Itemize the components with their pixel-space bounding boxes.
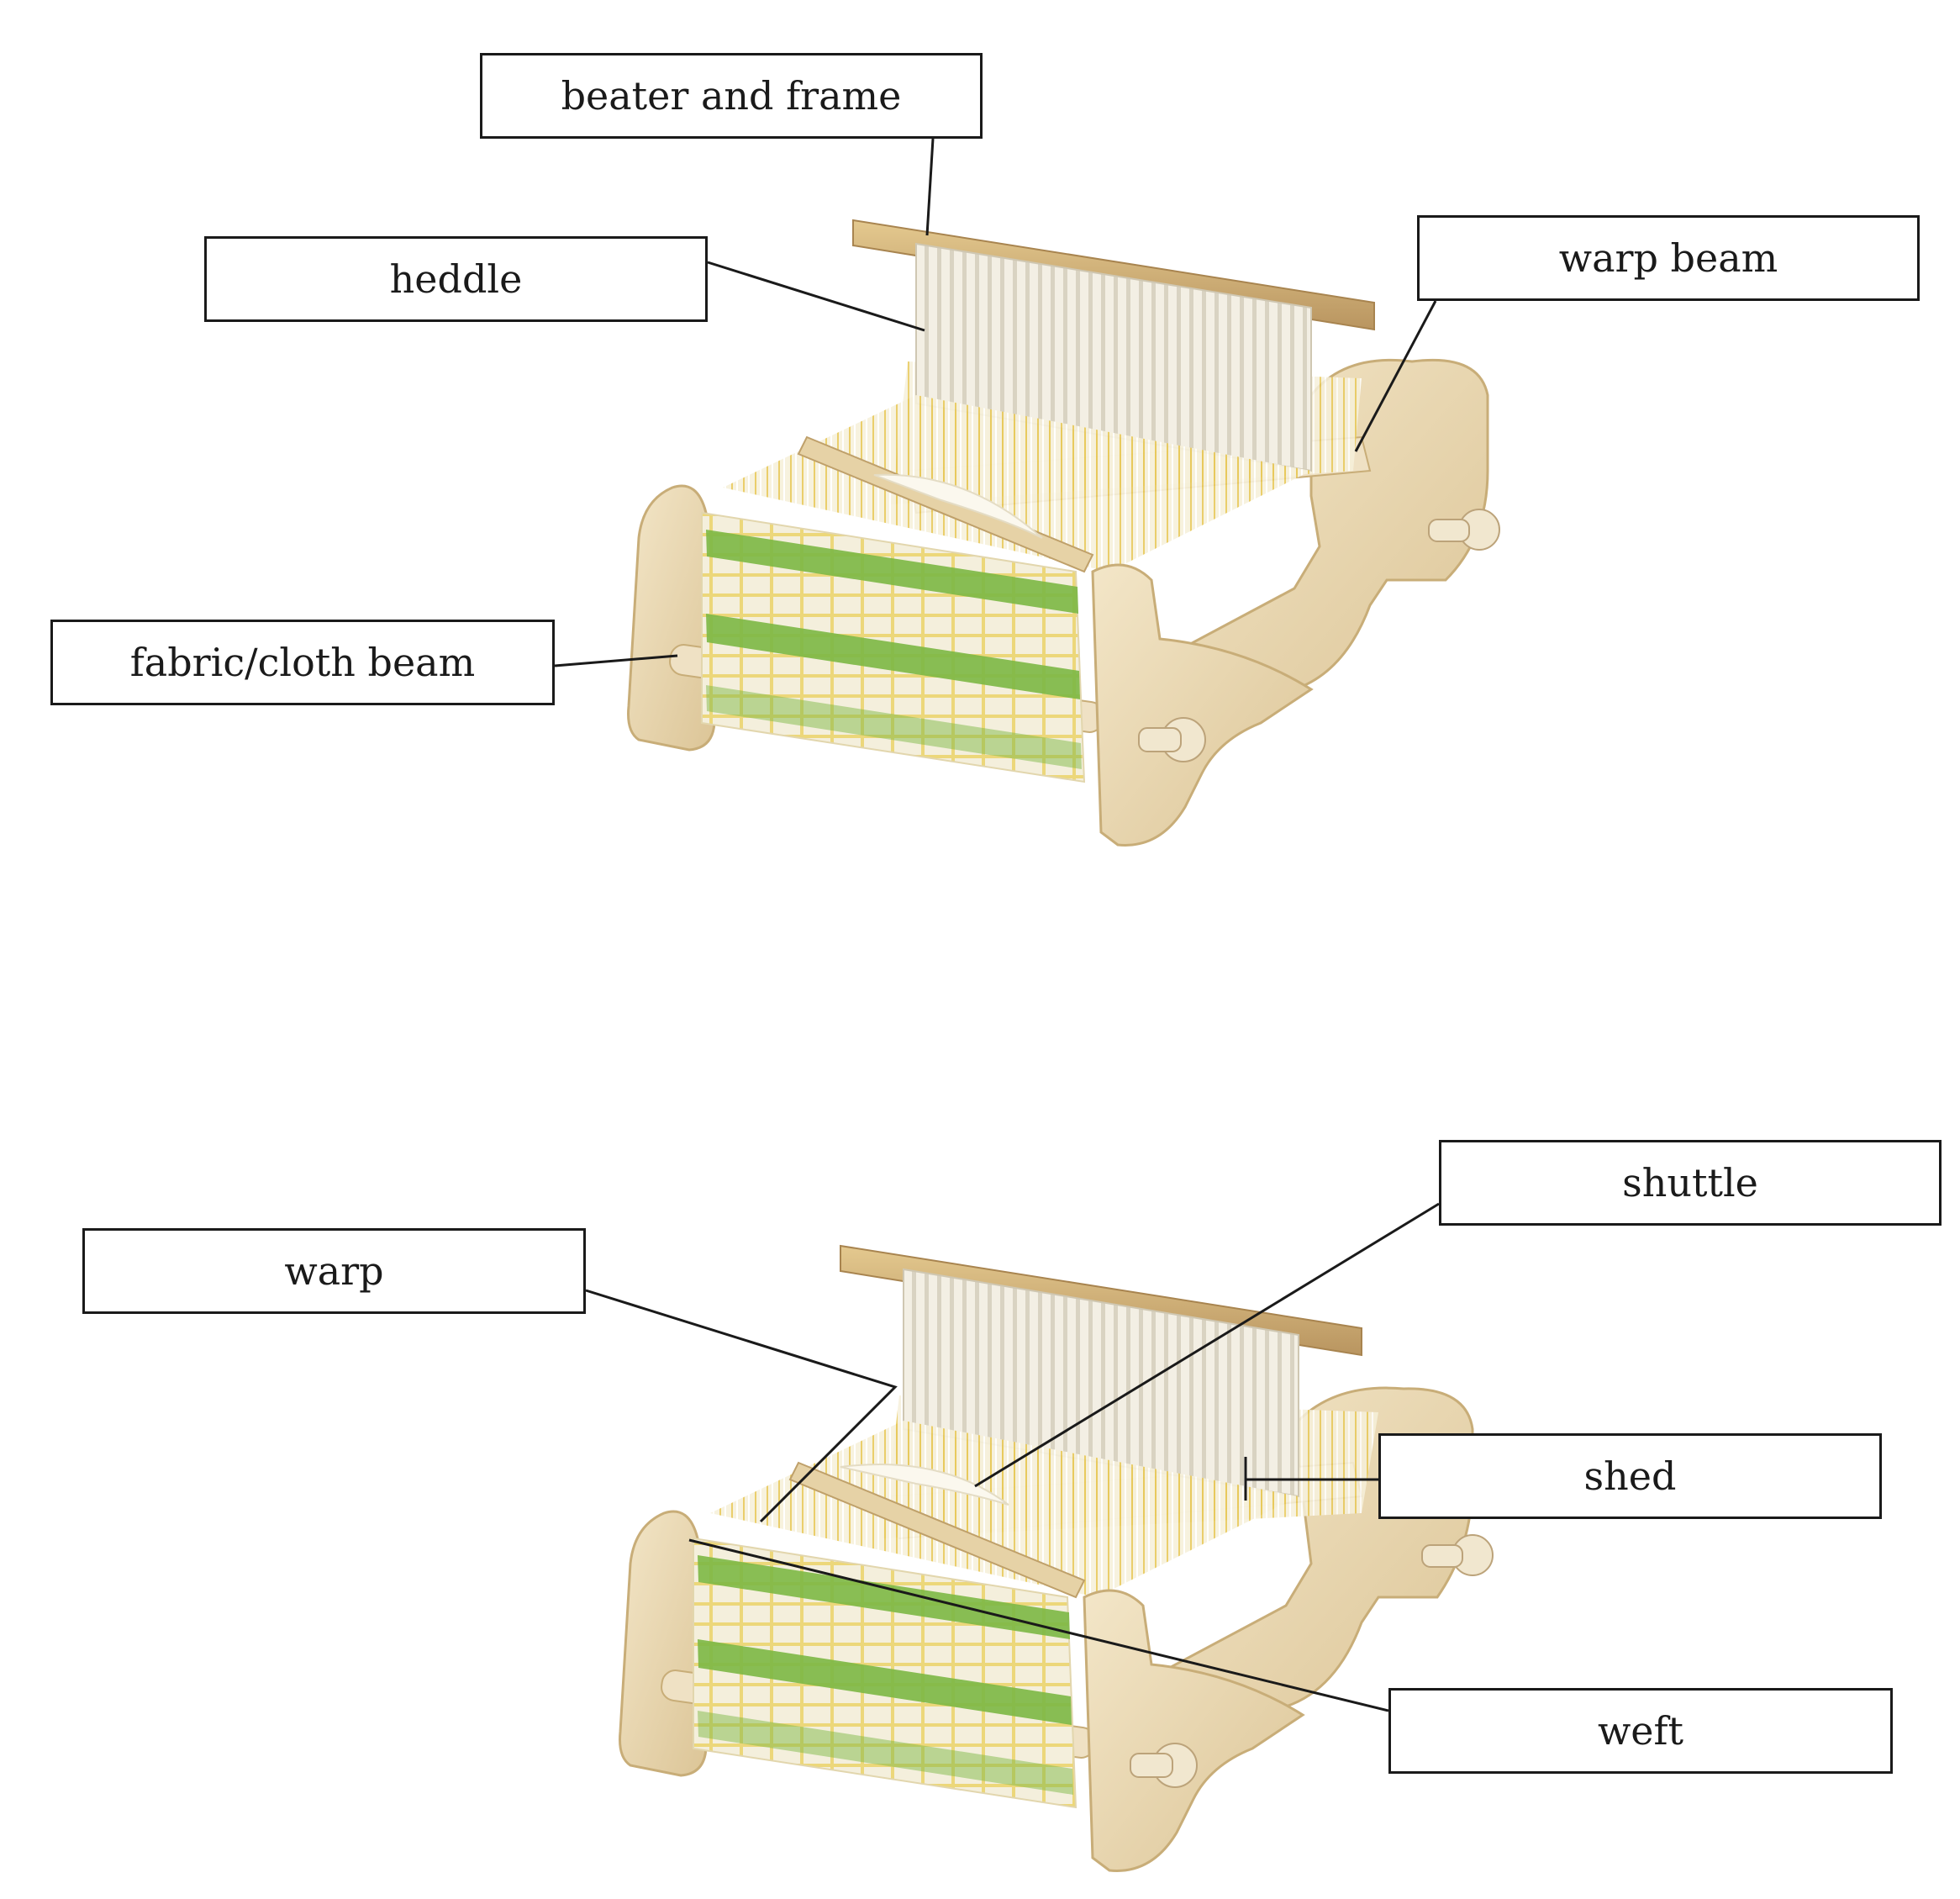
leader-warp-beam (1354, 300, 1437, 452)
label-text: warp (284, 1248, 384, 1294)
ratchet-knob-front (1138, 717, 1206, 762)
left-side-frame (619, 1510, 708, 1777)
back-side-frame (1167, 358, 1489, 725)
right-front-frame (1083, 1589, 1305, 1872)
leader-fabric-cloth-beam (554, 654, 678, 667)
label-heddle: heddle (204, 236, 708, 322)
leader-weft (688, 1538, 1389, 1712)
shuttle-yarn (873, 473, 1043, 539)
label-text: warp beam (1558, 235, 1778, 281)
label-fabric-cloth-beam: fabric/cloth beam (50, 620, 555, 705)
ratchet-knob-back (1428, 509, 1500, 551)
leader-beater-and-frame (925, 138, 935, 236)
label-weft: weft (1388, 1688, 1893, 1774)
shuttle-stick (788, 1461, 1086, 1599)
label-shuttle: shuttle (1439, 1140, 1942, 1226)
leader-warp (585, 1289, 898, 1523)
right-front-frame (1091, 563, 1314, 847)
label-text: heddle (389, 256, 523, 302)
label-shed: shed (1378, 1433, 1882, 1519)
label-text: weft (1597, 1708, 1684, 1754)
ratchet-knob-front (1130, 1743, 1198, 1788)
leader-shuttle (974, 1202, 1440, 1488)
fabric-green-bands (698, 1555, 1073, 1795)
label-text: fabric/cloth beam (129, 640, 476, 685)
label-beater-and-frame: beater and frame (480, 53, 983, 139)
label-text: shuttle (1622, 1160, 1758, 1205)
loom-illustration-bottom (619, 1244, 1494, 1872)
label-text: shed (1583, 1453, 1677, 1499)
label-warp: warp (82, 1228, 586, 1314)
shuttle-yarn (840, 1464, 1009, 1506)
fabric-green-bands (706, 530, 1082, 769)
warp-threads-front (723, 395, 1311, 572)
leader-heddle (707, 261, 925, 332)
label-warp-beam: warp beam (1417, 215, 1920, 301)
left-side-frame (627, 484, 716, 752)
leader-lines (554, 138, 1440, 1712)
label-text: beater and frame (561, 73, 902, 119)
loom-illustration-top (627, 219, 1500, 847)
ratchet-knob-back (1421, 1534, 1494, 1576)
